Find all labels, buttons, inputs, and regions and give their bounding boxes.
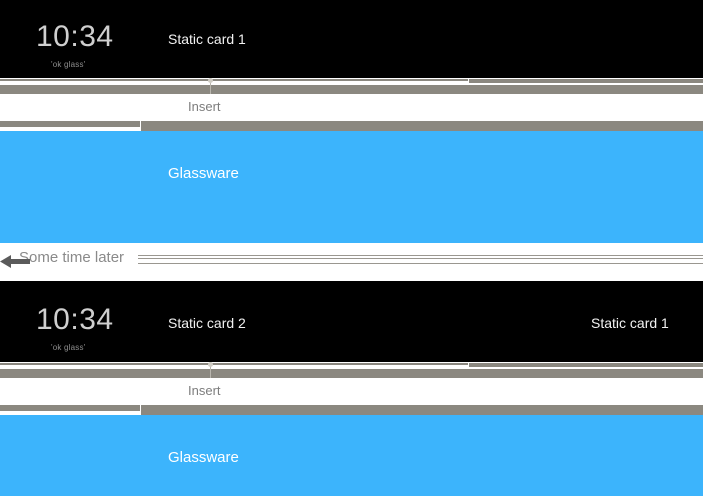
- glassware-band-before: Glassware: [0, 131, 703, 243]
- insert-connector-dot-before: [208, 78, 213, 83]
- timeline-card-static-1[interactable]: Static card 1: [168, 31, 246, 47]
- some-time-later-divider: Some time later: [0, 243, 703, 281]
- timeline-rail-left-lower: [0, 121, 140, 127]
- ok-glass-hint: 'ok glass': [51, 343, 86, 352]
- timeline-rail-left-upper: [0, 79, 468, 81]
- timeline-rail-left-upper: [0, 363, 468, 365]
- glassware-label-before[interactable]: Glassware: [168, 165, 239, 182]
- glass-clock: 10:34: [36, 303, 114, 336]
- insert-row-before: Insert: [0, 94, 703, 121]
- timeline-strip-before: 10:34 'ok glass' Static card 1: [0, 0, 703, 78]
- timeline-rail-right-upper: [469, 363, 703, 367]
- glassware-label-after[interactable]: Glassware: [168, 449, 239, 466]
- left-arrow-icon: [0, 255, 30, 268]
- divider-line-mid: [138, 258, 703, 259]
- timeline-rail-full-upper: [0, 85, 703, 94]
- timeline-rail-right-lower: [141, 405, 703, 415]
- insert-label-before[interactable]: Insert: [188, 99, 221, 114]
- timeline-card-static-1[interactable]: Static card 1: [591, 315, 669, 331]
- insert-label-after[interactable]: Insert: [188, 383, 221, 398]
- timeline-strip-after: 10:34 'ok glass' Static card 2 Static ca…: [0, 281, 703, 362]
- timeline-rail-right-lower: [141, 121, 703, 131]
- timeline-rail-full-upper: [0, 369, 703, 378]
- ok-glass-hint: 'ok glass': [51, 60, 86, 69]
- timeline-rail-right-upper: [469, 79, 703, 83]
- divider-line-top: [138, 255, 703, 256]
- divider-line-bottom: [138, 263, 703, 264]
- timeline-card-static-2[interactable]: Static card 2: [168, 315, 246, 331]
- some-time-later-label: Some time later: [16, 249, 128, 266]
- glass-clock: 10:34: [36, 20, 114, 53]
- glassware-band-after: Glassware: [0, 415, 703, 496]
- timeline-rail-left-lower: [0, 405, 140, 411]
- insert-connector-dot-after: [208, 362, 213, 367]
- insert-row-after: Insert: [0, 378, 703, 405]
